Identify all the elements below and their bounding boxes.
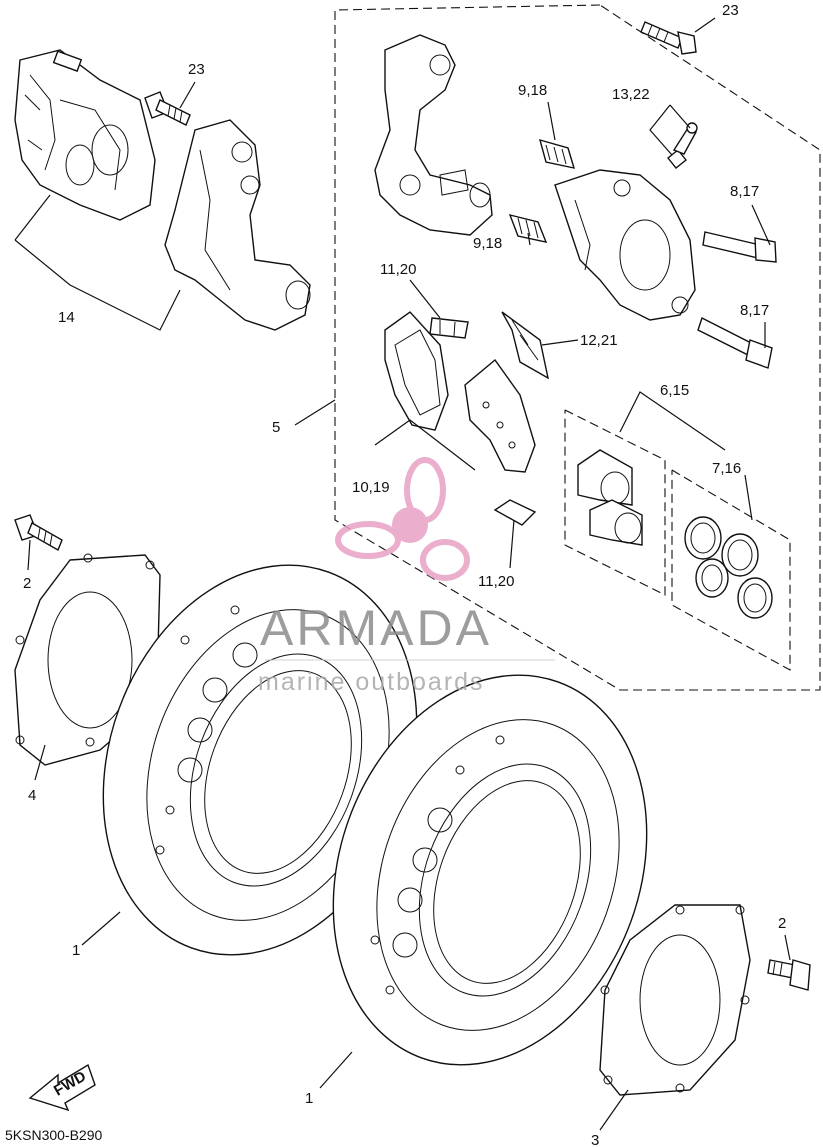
callout-5: 5 — [272, 419, 280, 436]
bleed-screw — [667, 122, 698, 169]
disc-hub-plate-3 — [599, 904, 751, 1096]
callout-23-left: 23 — [188, 61, 205, 78]
bolt-23-top — [640, 21, 697, 55]
callout-7-16: 7,16 — [712, 460, 741, 477]
watermark-title: ARMADA — [260, 600, 492, 656]
callout-8-17-bottom: 8,17 — [740, 302, 769, 319]
right-caliper-bracket — [374, 34, 493, 236]
callout-23-top: 23 — [722, 2, 739, 19]
callout-labels: 23 23 9,18 13,22 8,17 9,18 11,20 8,17 12… — [23, 2, 786, 1148]
diagram-code: 5KSN300-B290 — [5, 1127, 103, 1143]
pad-spring-11-20-bottom — [493, 499, 537, 526]
pin-bolt-8-17-top — [702, 231, 777, 263]
bolt-23-left — [144, 91, 191, 126]
callout-11-20-top: 11,20 — [380, 261, 416, 278]
right-caliper-body — [554, 169, 696, 321]
pad-shim-12-21 — [501, 311, 550, 380]
bolt-2-left — [14, 514, 63, 552]
callout-1-bottom: 1 — [305, 1090, 313, 1107]
pin-bolt-8-17-bottom — [697, 317, 773, 369]
piston-6-15-lower — [589, 499, 643, 546]
boot-9-18-mid — [508, 213, 548, 243]
boot-9-18-top — [538, 138, 576, 169]
callout-10-19: 10,19 — [352, 479, 390, 496]
brake-pad-10-19-left — [384, 311, 449, 431]
callout-2-right: 2 — [778, 915, 786, 932]
callout-14: 14 — [58, 309, 75, 326]
callout-13-22: 13,22 — [612, 86, 650, 103]
callout-2-left: 2 — [23, 575, 31, 592]
pad-spring-11-20-top — [429, 317, 469, 339]
leader-lines — [14, 17, 791, 1131]
watermark-subtitle: marine outboards — [258, 668, 485, 696]
brake-disc-1-lower — [332, 674, 648, 1066]
callout-12-21: 12,21 — [580, 332, 618, 349]
callout-9-18-mid: 9,18 — [473, 235, 502, 252]
callout-1-left: 1 — [72, 942, 80, 959]
callout-3: 3 — [591, 1132, 599, 1148]
armada-watermark: ARMADA marine outboards — [258, 457, 555, 696]
callout-6-15: 6,15 — [660, 382, 689, 399]
callout-11-20-bottom: 11,20 — [478, 573, 514, 590]
bolt-2-right — [767, 959, 811, 991]
callout-4: 4 — [28, 787, 36, 804]
piston-seals-7-16 — [684, 516, 773, 619]
callout-8-17-top: 8,17 — [730, 183, 759, 200]
left-caliper-bracket — [164, 119, 311, 331]
forward-direction-arrow: FWD — [28, 1063, 96, 1112]
caliper-assembly-boundary — [334, 4, 821, 691]
callout-9-18-top: 9,18 — [518, 82, 547, 99]
brake-pad-10-19-right — [464, 358, 536, 473]
propeller-logo-icon — [335, 457, 470, 581]
left-caliper-assembly — [14, 49, 156, 221]
piston-6-15-upper — [577, 449, 633, 506]
